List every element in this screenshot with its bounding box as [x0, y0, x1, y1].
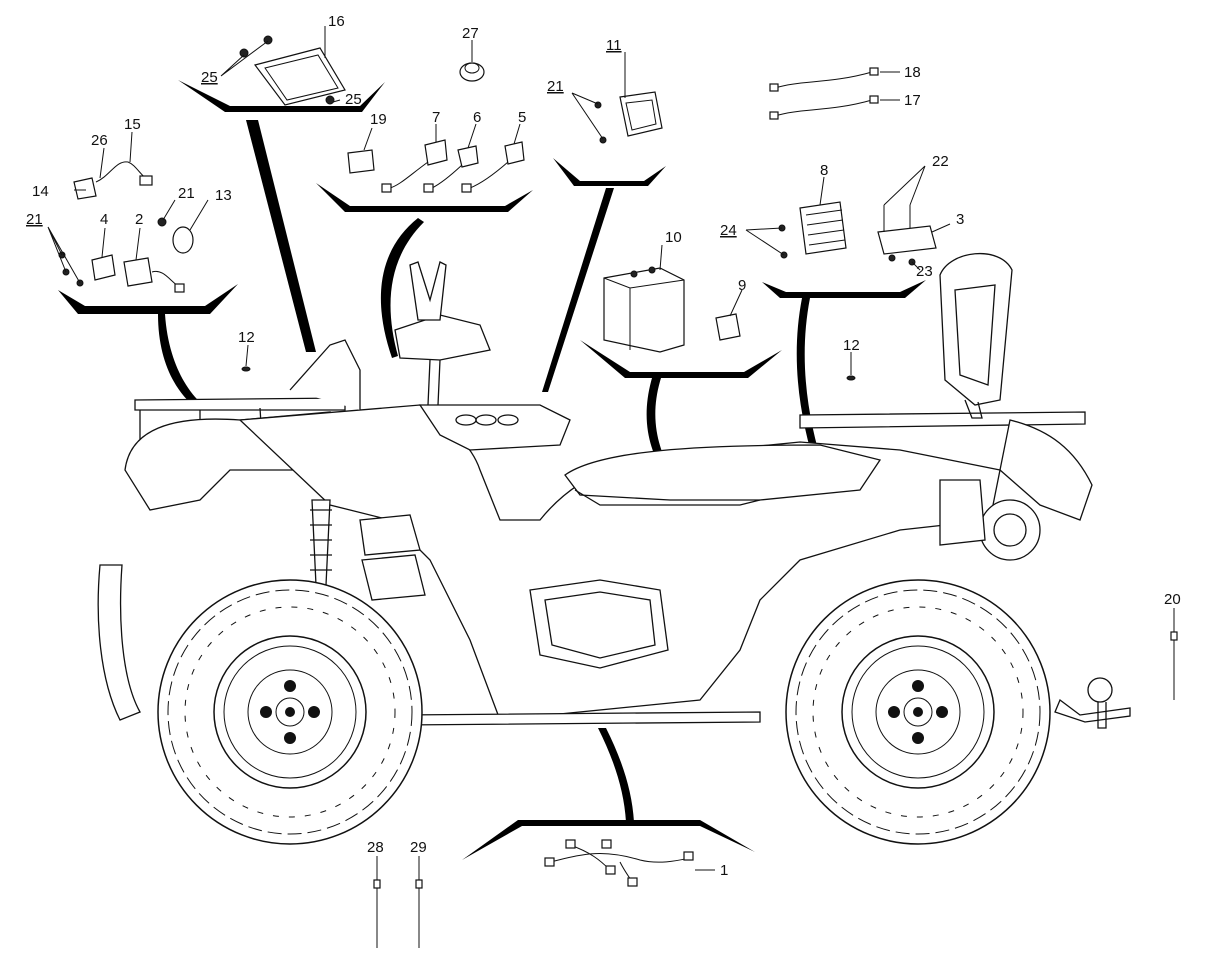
label-14: 14 — [32, 183, 49, 200]
bracket-and-switch-part — [58, 251, 185, 293]
label-13: 13 — [215, 187, 232, 204]
label-2: 2 — [135, 211, 143, 228]
callout-labels: 16 25 25 27 11 21 18 17 19 7 6 5 15 26 1… — [26, 13, 1181, 879]
speed-sensor-part — [73, 161, 153, 200]
sensor-cables-part — [769, 67, 879, 120]
label-5: 5 — [518, 109, 526, 126]
battery-part — [603, 266, 685, 353]
label-12-left: 12 — [238, 329, 255, 346]
relay-part — [347, 149, 375, 174]
display-unit-part — [239, 35, 346, 106]
label-23: 23 — [916, 263, 933, 280]
label-8: 8 — [820, 162, 828, 179]
label-22: 22 — [932, 153, 949, 170]
label-15: 15 — [124, 116, 141, 133]
label-28: 28 — [367, 839, 384, 856]
leader-lines — [47, 26, 1175, 880]
starter-relay-part — [715, 313, 741, 341]
callout-wedges — [58, 80, 926, 860]
label-20: 20 — [1164, 591, 1181, 608]
label-25-bottom: 25 — [345, 91, 362, 108]
label-21-horn: 21 — [178, 185, 195, 202]
ecu-module-part — [594, 91, 663, 144]
label-3: 3 — [956, 211, 964, 228]
grommets-part — [241, 366, 856, 381]
rectifier-part — [778, 201, 847, 259]
sockets-part — [381, 139, 525, 193]
label-24: 24 — [720, 222, 737, 239]
label-29: 29 — [410, 839, 427, 856]
front-wheel — [157, 579, 423, 845]
label-7: 7 — [432, 109, 440, 126]
label-25-top: 25 — [201, 69, 218, 86]
control-module-part — [877, 205, 937, 266]
switch-knob-part — [459, 62, 485, 82]
horn-part — [157, 217, 194, 254]
label-27: 27 — [462, 25, 479, 42]
label-21-ecu: 21 — [547, 78, 564, 95]
label-1: 1 — [720, 862, 728, 879]
wiring-harness-part — [544, 839, 694, 887]
label-18: 18 — [904, 64, 921, 81]
label-4: 4 — [100, 211, 108, 228]
atv-vehicle — [97, 252, 1131, 729]
label-11: 11 — [606, 37, 622, 54]
label-17: 17 — [904, 92, 921, 109]
label-10: 10 — [665, 229, 682, 246]
label-9: 9 — [738, 277, 746, 294]
label-19: 19 — [370, 111, 387, 128]
label-26: 26 — [91, 132, 108, 149]
rear-wheel — [785, 579, 1051, 845]
label-6: 6 — [473, 109, 481, 126]
label-16: 16 — [328, 13, 345, 30]
label-12-right: 12 — [843, 337, 860, 354]
label-21-left: 21 — [26, 211, 43, 228]
